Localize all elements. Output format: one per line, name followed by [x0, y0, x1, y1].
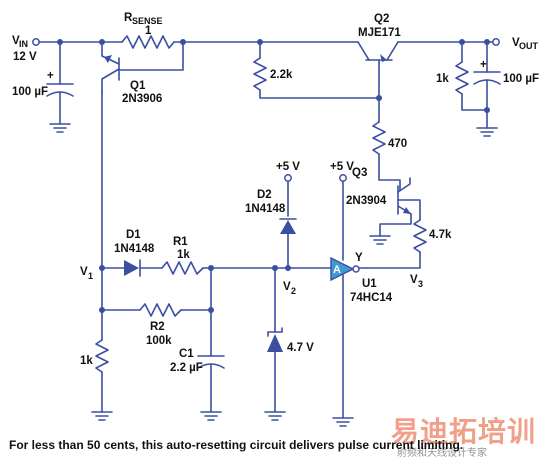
- r2-wire: [101, 267, 141, 311]
- u1-part: 74HC14: [350, 292, 393, 304]
- c1-value: 2.2 µF: [170, 362, 203, 374]
- ground-symbol: [200, 411, 222, 421]
- u1-label: U1: [362, 278, 377, 290]
- resistor-2k2: [253, 41, 382, 99]
- ground-symbol: [264, 411, 286, 421]
- q2-part: MJE171: [358, 27, 401, 39]
- d2-part: 1N4148: [245, 203, 286, 215]
- v1-label: V: [80, 266, 88, 278]
- vout-terminal: [492, 38, 500, 46]
- q1-transistor: [101, 41, 184, 93]
- r-2k2-value: 2.2k: [270, 69, 293, 81]
- ground-symbol: [476, 127, 498, 137]
- vout-subscript: OUT: [519, 41, 539, 51]
- d1-label: D1: [126, 229, 141, 241]
- output-resistor: [455, 41, 488, 111]
- diode-d2: [279, 180, 297, 269]
- gate-output-label: Y: [355, 252, 363, 264]
- input-capacitor: [46, 41, 74, 125]
- r2-label: R2: [150, 321, 165, 333]
- r-bottom-value: 1k: [80, 355, 93, 367]
- junction-dot: [208, 265, 214, 271]
- polarity-mark: +: [480, 59, 487, 71]
- gate-input-label: A: [333, 264, 341, 276]
- r-4k7-value: 4.7k: [429, 229, 452, 241]
- ground-symbol: [369, 235, 391, 245]
- r1-label: R1: [173, 236, 188, 248]
- watermark-logo: 易迪拓培训 射频和天线设计专家: [391, 410, 543, 459]
- polarity-mark: +: [47, 70, 54, 82]
- v2-subscript: 2: [291, 286, 296, 296]
- rsense-resistor: [121, 35, 175, 49]
- rsense-subscript: SENSE: [132, 16, 163, 26]
- capacitor-c1: [197, 355, 225, 413]
- q2-label: Q2: [374, 13, 389, 25]
- rsense-value: 1: [145, 25, 152, 37]
- d2-label: D2: [257, 189, 272, 201]
- diode-d1: [124, 259, 163, 277]
- ground-symbol: [332, 417, 354, 427]
- watermark-sub-text: 射频和天线设计专家: [397, 448, 487, 459]
- rsense-label: R: [124, 12, 133, 24]
- v3-label: V: [410, 274, 418, 286]
- input-cap-value: 100 µF: [12, 86, 48, 98]
- vin-label: V: [12, 35, 20, 47]
- plus5-d2: +5 V: [276, 161, 300, 173]
- vout-label: V: [512, 37, 520, 49]
- r1-value: 1k: [177, 249, 190, 261]
- q1-label: Q1: [130, 80, 146, 92]
- q2-transistor: [357, 41, 399, 99]
- v2-label: V: [283, 281, 291, 293]
- q3-part: 2N3904: [346, 195, 387, 207]
- output-capacitor: [473, 41, 501, 129]
- v1-subscript: 1: [88, 271, 93, 281]
- c-out-value: 100 µF: [503, 73, 539, 85]
- plus5-gate: +5 V: [330, 161, 354, 173]
- r-470-value: 470: [388, 138, 407, 150]
- r-out-value: 1k: [436, 73, 449, 85]
- r2-value: 100k: [146, 335, 172, 347]
- resistor-bottom-1k: [95, 309, 109, 413]
- q1-part: 2N3906: [122, 93, 162, 105]
- junction-dot: [484, 107, 490, 113]
- resistor-r2: [139, 303, 212, 317]
- c1-label: C1: [179, 348, 194, 360]
- zener-value: 4.7 V: [287, 342, 314, 354]
- resistor-r1: [161, 261, 331, 275]
- v3-subscript: 3: [418, 279, 423, 289]
- q3-label: Q3: [352, 167, 367, 179]
- junction-dot: [285, 265, 291, 271]
- figure-caption: For less than 50 cents, this auto-resett…: [9, 438, 464, 452]
- q3-transistor: [379, 177, 421, 237]
- resistor-4k7: [365, 215, 427, 269]
- watermark-main-text: 易迪拓培训: [391, 415, 537, 448]
- resistor-470: [372, 97, 401, 191]
- junction-dot: [180, 39, 186, 45]
- ground-symbol: [49, 123, 71, 133]
- schmitt-inverter-u1: [330, 256, 367, 419]
- ground-symbol: [91, 411, 113, 421]
- vin-subscript: IN: [19, 39, 28, 49]
- vin-voltage: 12 V: [13, 51, 37, 63]
- zener-diode: [267, 267, 283, 413]
- d1-part: 1N4148: [114, 243, 155, 255]
